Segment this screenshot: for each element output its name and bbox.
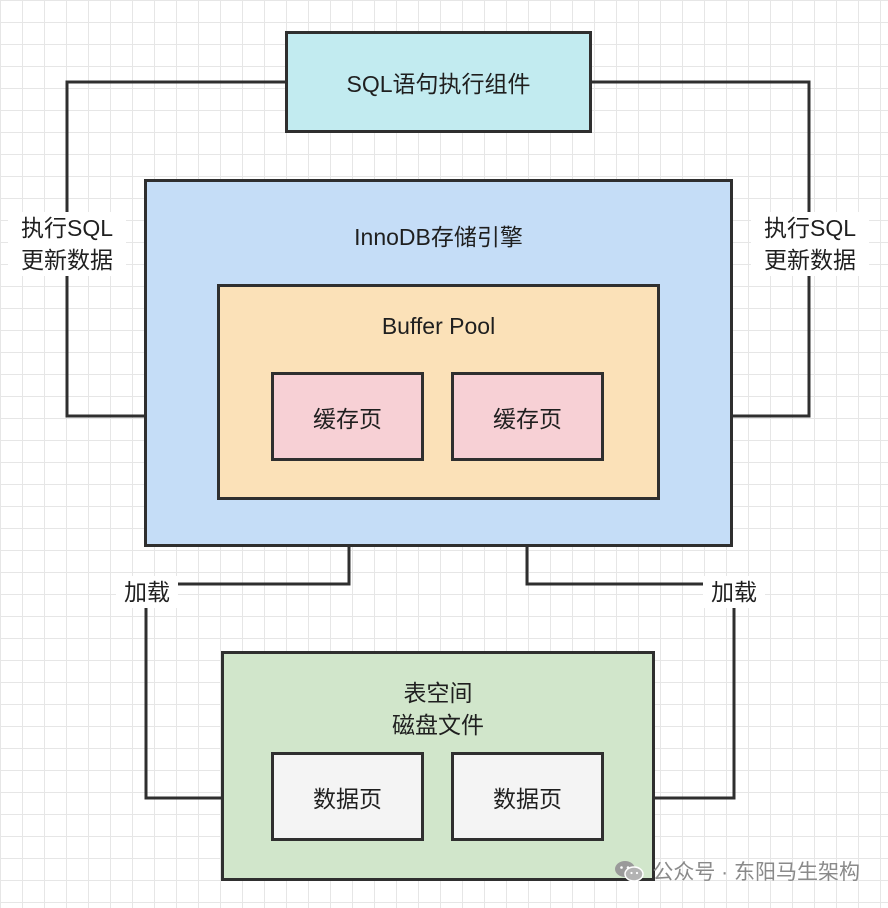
cache-page-box: 缓存页 <box>271 372 424 461</box>
left-exec-label-line2: 更新数据 <box>21 247 113 273</box>
right-exec-label: 执行SQL 更新数据 <box>751 212 869 276</box>
innodb-engine-label: InnoDB存储引擎 <box>354 224 523 250</box>
buffer-pool-label: Buffer Pool <box>381 313 496 339</box>
data-page-label: 数据页 <box>493 785 562 812</box>
watermark-text: 公众号 · 东阳马生架构 <box>652 861 860 884</box>
sql-component-label: SQL语句执行组件 <box>346 71 531 97</box>
wechat-icon <box>615 861 645 882</box>
left-exec-label-line1: 执行SQL <box>20 215 114 241</box>
data-page-box: 数据页 <box>451 752 604 841</box>
tablespace-sublabel: 磁盘文件 <box>392 712 484 738</box>
cache-page-label: 缓存页 <box>493 405 562 432</box>
right-load-label: 加载 <box>703 576 765 608</box>
right-exec-label-line1: 执行SQL <box>763 215 857 241</box>
right-exec-label-line2: 更新数据 <box>764 247 856 273</box>
left-exec-label: 执行SQL 更新数据 <box>8 212 126 276</box>
tablespace-label: 表空间 <box>403 680 473 706</box>
watermark: 公众号 · 东阳马生架构 <box>614 856 860 886</box>
sql-component-box: SQL语句执行组件 <box>285 31 592 133</box>
left-load-label: 加载 <box>116 576 178 608</box>
data-page-label: 数据页 <box>313 785 382 812</box>
cache-page-label: 缓存页 <box>313 405 382 432</box>
data-page-box: 数据页 <box>271 752 424 841</box>
cache-page-box: 缓存页 <box>451 372 604 461</box>
